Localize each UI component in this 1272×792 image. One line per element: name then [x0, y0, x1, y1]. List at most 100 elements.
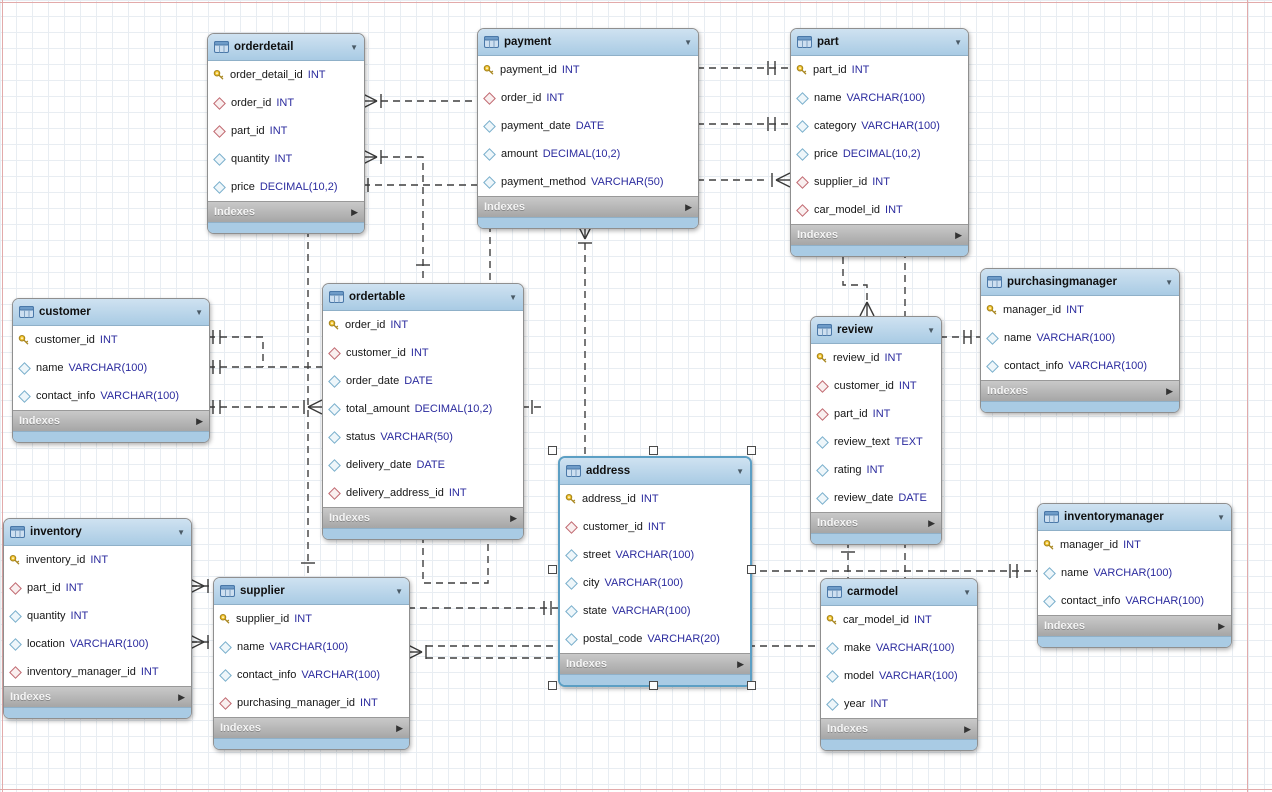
table-header[interactable]: inventory ▼	[4, 519, 191, 546]
column-name: part_id	[27, 582, 61, 594]
column-name: manager_id	[1060, 539, 1119, 551]
expand-indexes-icon[interactable]: ▶	[737, 658, 744, 669]
table-icon	[817, 324, 832, 336]
expand-indexes-icon[interactable]: ▶	[178, 691, 185, 702]
column-type: INT	[410, 347, 429, 359]
table-header[interactable]: supplier ▼	[214, 578, 409, 605]
indexes-bar[interactable]: Indexes ▶	[208, 201, 364, 222]
expand-indexes-icon[interactable]: ▶	[928, 517, 935, 528]
table-header[interactable]: purchasingmanager ▼	[981, 269, 1179, 296]
table-footer-strip	[981, 401, 1179, 412]
expand-indexes-icon[interactable]: ▶	[510, 512, 517, 523]
table-name: part	[817, 36, 839, 48]
expand-indexes-icon[interactable]: ▶	[685, 201, 692, 212]
column-name: order_id	[345, 319, 386, 331]
expand-indexes-icon[interactable]: ▶	[1166, 385, 1173, 396]
cardinality-marker	[307, 399, 323, 408]
collapse-arrow-icon[interactable]: ▼	[954, 37, 962, 47]
selection-handle-ne[interactable]	[746, 445, 756, 455]
column-type: INT	[546, 92, 565, 104]
collapse-arrow-icon[interactable]: ▼	[736, 466, 744, 476]
relationship-line[interactable]	[208, 336, 264, 367]
table-header[interactable]: ordertable ▼	[323, 284, 523, 311]
collapse-arrow-icon[interactable]: ▼	[963, 587, 971, 597]
table-header[interactable]: review ▼	[811, 317, 941, 344]
indexes-bar[interactable]: Indexes ▶	[811, 512, 941, 533]
selection-handle-nw[interactable]	[547, 445, 557, 455]
table-header[interactable]: carmodel ▼	[821, 579, 977, 606]
table-name: customer	[39, 306, 91, 318]
column-name: year	[844, 698, 866, 710]
table-header[interactable]: customer ▼	[13, 299, 209, 326]
relationship-line[interactable]	[422, 536, 489, 584]
indexes-bar[interactable]: Indexes ▶	[821, 718, 977, 739]
expand-indexes-icon[interactable]: ▶	[351, 206, 358, 217]
indexes-bar[interactable]: Indexes ▶	[560, 653, 750, 674]
expand-indexes-icon[interactable]: ▶	[396, 722, 403, 733]
collapse-arrow-icon[interactable]: ▼	[350, 42, 358, 52]
expand-indexes-icon[interactable]: ▶	[1218, 620, 1225, 631]
table-header[interactable]: orderdetail ▼	[208, 34, 364, 61]
indexes-bar[interactable]: Indexes ▶	[4, 686, 191, 707]
indexes-bar[interactable]: Indexes ▶	[214, 717, 409, 738]
indexes-bar[interactable]: Indexes ▶	[1038, 615, 1231, 636]
expand-indexes-icon[interactable]: ▶	[196, 415, 203, 426]
relationship-line[interactable]	[381, 156, 424, 283]
column-icon	[816, 491, 829, 505]
selection-handle-s[interactable]	[648, 680, 658, 690]
expand-indexes-icon[interactable]: ▶	[955, 229, 962, 240]
collapse-arrow-icon[interactable]: ▼	[1165, 277, 1173, 287]
relationship-line[interactable]	[842, 233, 868, 302]
column-name: payment_id	[500, 64, 557, 76]
indexes-bar[interactable]: Indexes ▶	[323, 507, 523, 528]
collapse-arrow-icon[interactable]: ▼	[195, 307, 203, 317]
cardinality-marker	[362, 100, 378, 109]
indexes-bar[interactable]: Indexes ▶	[981, 380, 1179, 401]
collapse-arrow-icon[interactable]: ▼	[395, 586, 403, 596]
collapse-arrow-icon[interactable]: ▼	[509, 292, 517, 302]
table-header[interactable]: payment ▼	[478, 29, 698, 56]
collapse-arrow-icon[interactable]: ▼	[927, 325, 935, 335]
table-header[interactable]: inventorymanager ▼	[1038, 504, 1231, 531]
table-header[interactable]: part ▼	[791, 29, 968, 56]
selection-handle-se[interactable]	[746, 680, 756, 690]
selection-handle-sw[interactable]	[547, 680, 557, 690]
column-type: INT	[872, 176, 890, 188]
cardinality-marker	[775, 172, 791, 181]
table-icon	[566, 465, 581, 477]
selection-handle-e[interactable]	[746, 565, 756, 574]
indexes-label: Indexes	[566, 658, 607, 670]
collapse-arrow-icon[interactable]: ▼	[1217, 512, 1225, 522]
column-type: VARCHAR(20)	[647, 633, 720, 645]
table-header[interactable]: address ▼	[560, 458, 750, 485]
collapse-arrow-icon[interactable]: ▼	[684, 37, 692, 47]
selection-handle-w[interactable]	[547, 565, 557, 574]
collapse-arrow-icon[interactable]: ▼	[177, 527, 185, 537]
indexes-bar[interactable]: Indexes ▶	[13, 410, 209, 431]
table-name: review	[837, 324, 873, 336]
indexes-bar[interactable]: Indexes ▶	[478, 196, 698, 217]
indexes-bar[interactable]: Indexes ▶	[791, 224, 968, 245]
selection-handle-n[interactable]	[648, 445, 658, 455]
expand-indexes-icon[interactable]: ▶	[964, 723, 971, 734]
